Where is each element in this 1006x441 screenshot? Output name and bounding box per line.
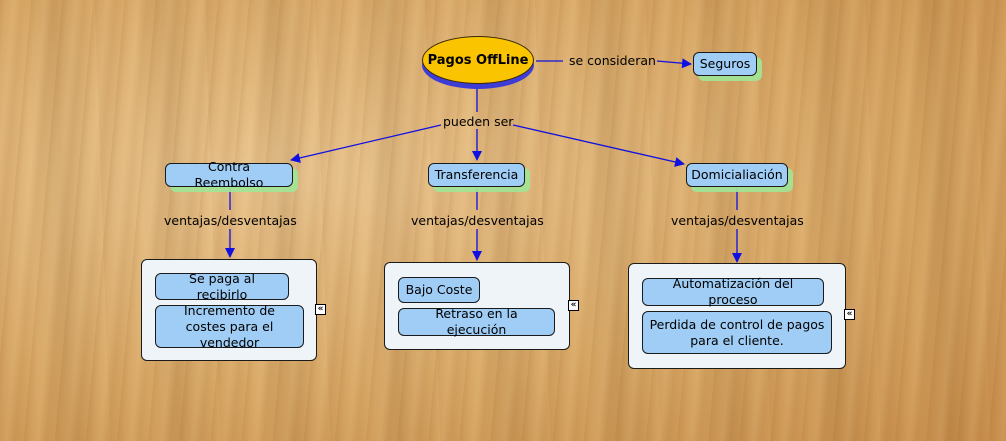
concept-seguros[interactable]: Seguros	[693, 52, 757, 76]
item-automatizacion-del-proceso[interactable]: Automatización del proceso	[642, 276, 824, 307]
collapse-icon[interactable]: «	[315, 304, 326, 315]
item-perdida-de-control[interactable]: Perdida de control de pagos para el clie…	[642, 311, 832, 354]
concept-contra-reembolso[interactable]: Contra Reembolso	[165, 159, 293, 190]
arrow-to-domicialiacion	[512, 124, 685, 167]
collapse-icon[interactable]: «	[568, 300, 579, 311]
arrow-to-seguros	[656, 58, 692, 69]
concept-domicialiacion[interactable]: Domicialiación	[686, 163, 788, 187]
collapse-icon[interactable]: «	[844, 309, 855, 320]
link-label-ventajas-3: ventajas/desventajas	[671, 213, 804, 228]
link-label-se-consideran: se consideran	[569, 53, 656, 68]
item-incremento-de-costes[interactable]: Incremento de costes para el vendedor	[155, 303, 304, 350]
root-concept[interactable]: Pagos OffLine	[422, 36, 534, 84]
concept-transferencia[interactable]: Transferencia	[428, 163, 525, 187]
link-label-pueden-ser: pueden ser	[443, 114, 514, 129]
link-label-ventajas-2: ventajas/desventajas	[411, 213, 544, 228]
item-se-paga-al-recibirlo[interactable]: Se paga al recibirlo	[155, 271, 289, 302]
item-retraso-en-la-ejecucion[interactable]: Retraso en la ejecución	[398, 306, 555, 337]
item-bajo-coste[interactable]: Bajo Coste	[398, 277, 480, 303]
arrow-to-contra-reembolso	[290, 124, 442, 163]
link-label-ventajas-1: ventajas/desventajas	[164, 213, 297, 228]
